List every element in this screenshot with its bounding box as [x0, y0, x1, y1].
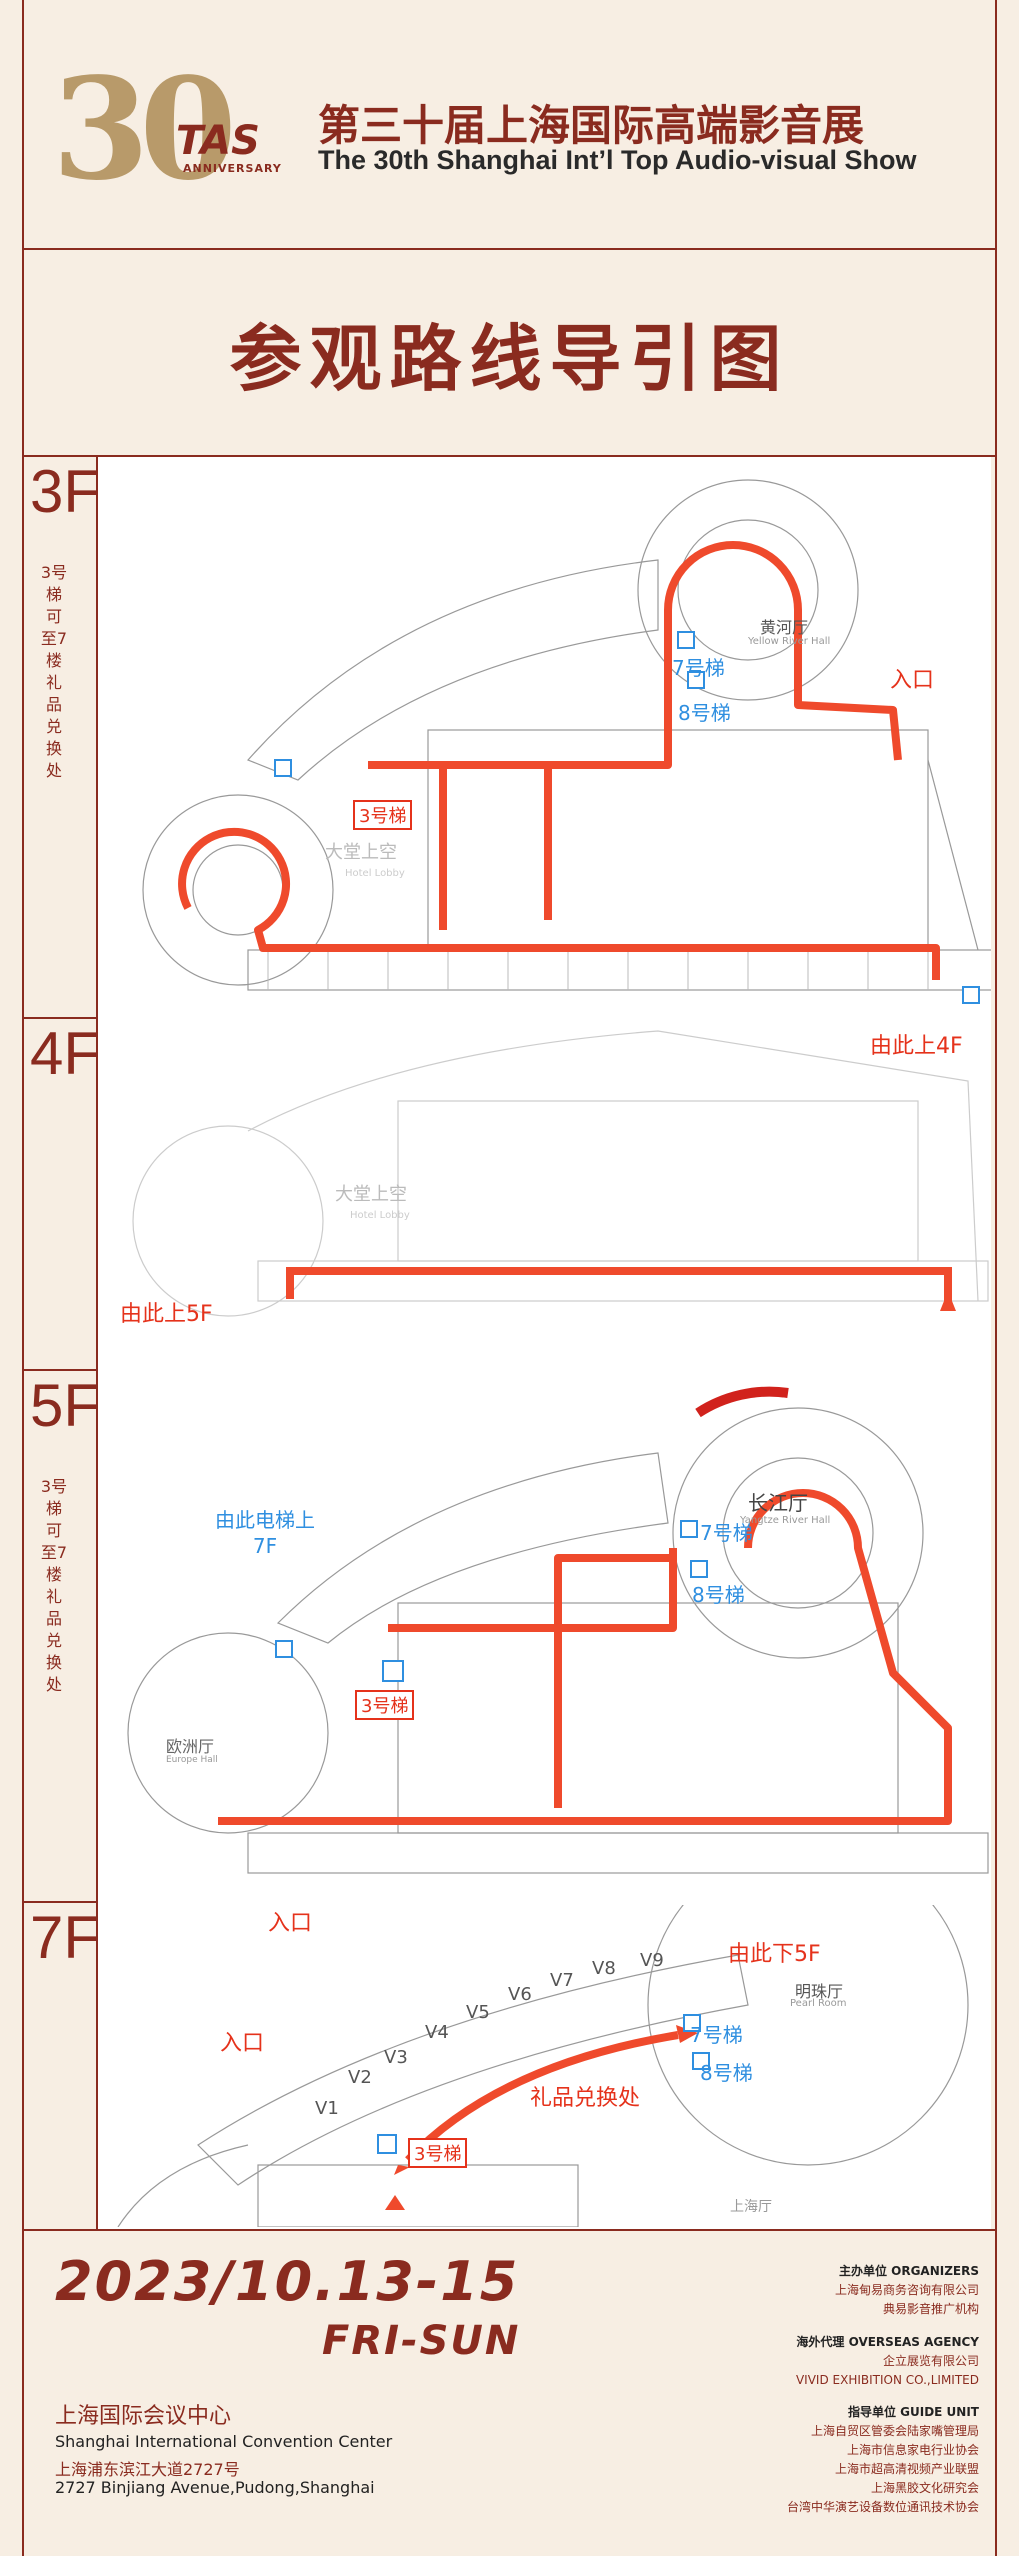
room-v6: V6	[508, 1984, 532, 2005]
yellow-river-hall-en: Yellow River Hall	[748, 636, 831, 647]
guide-block: 指导单位 GUIDE UNIT 上海自贸区管委会陆家嘴管理局 上海市信息家电行业…	[787, 2403, 979, 2517]
page-title: 参观路线导引图	[229, 317, 790, 401]
elevator-3-icon-5f	[382, 1660, 404, 1682]
elevator-7-label-5f: 7号梯	[700, 1521, 753, 1545]
guide-1: 上海自贸区管委会陆家嘴管理局	[810, 2424, 979, 2438]
lobby-label-cn-4f: 大堂上空	[335, 1184, 407, 1205]
divider	[22, 1017, 98, 1019]
show-title-en: The 30th Shanghai Int’l Top Audio-visual…	[318, 145, 917, 175]
room-v1: V1	[315, 2098, 339, 2119]
elevator-8-icon-5f	[690, 1560, 708, 1578]
venue-address-cn: 上海浦东滨江大道2727号	[55, 2460, 240, 2479]
elevator-8-label-5f: 8号梯	[692, 1583, 745, 1607]
organizers-block: 主办单位 ORGANIZERS 上海甸易商务咨询有限公司 典易影音推广机构	[835, 2262, 979, 2319]
floor-4f-label: 4F	[30, 1020, 101, 1087]
floor-7f-label: 7F	[30, 1904, 101, 1971]
event-days: FRI-SUN	[322, 2318, 521, 2364]
floor-4f-column: 4F	[22, 1019, 101, 1369]
floor-3f-note: 3号梯可至7楼礼品兑换处	[40, 563, 68, 780]
up-5f-label: 由此上5F	[120, 1302, 213, 1327]
stair-icon	[962, 986, 980, 1004]
europe-hall-cn: 欧洲厅	[166, 1737, 215, 1756]
overseas-block: 海外代理 OVERSEAS AGENCY 企立展览有限公司 VIVID EXHI…	[796, 2333, 979, 2390]
gift-exchange-label: 礼品兑换处	[530, 2086, 641, 2111]
elevator-8-icon	[687, 671, 705, 689]
overseas-1: 企立展览有限公司	[882, 2354, 979, 2368]
entrance-label: 入口	[890, 668, 935, 693]
overseas-2: VIVID EXHIBITION CO.,LIMITED	[795, 2373, 979, 2387]
elevator-8-label: 8号梯	[678, 701, 731, 725]
divider	[22, 455, 997, 457]
elevator-7-icon	[677, 631, 695, 649]
yangtze-hall-cn: 长江厅	[748, 1491, 808, 1515]
europe-hall-en: Europe Hall	[166, 1755, 218, 1765]
room-v4: V4	[425, 2022, 449, 2043]
floor-5f-label: 5F	[30, 1372, 101, 1439]
floor-4f-map	[132, 1030, 989, 1317]
floor-3f-column: 3F 3号梯可至7楼礼品兑换处	[22, 457, 101, 1017]
lobby-label-en: Hotel Lobby	[345, 868, 405, 879]
elevator-1-icon-5f	[275, 1640, 293, 1658]
guide-2: 上海市信息家电行业协会	[846, 2443, 979, 2457]
anniversary-logo-number: 30	[52, 48, 237, 212]
venue-name-cn: 上海国际会议中心	[55, 2404, 232, 2429]
poster-frame	[22, 0, 997, 2556]
pearl-room-en: Pearl Room	[790, 1998, 847, 2009]
guide-title: 指导单位 GUIDE UNIT	[847, 2405, 979, 2419]
guide-4: 上海黑胶文化研究会	[870, 2481, 979, 2495]
room-v9: V9	[640, 1950, 664, 1971]
overseas-title: 海外代理 OVERSEAS AGENCY	[796, 2335, 979, 2349]
organizers-title: 主办单位 ORGANIZERS	[838, 2264, 979, 2278]
room-v3: V3	[384, 2047, 408, 2068]
floor-5f-note: 3号梯可至7楼礼品兑换处	[40, 1477, 68, 1694]
divider	[22, 1901, 98, 1903]
room-v7: V7	[550, 1970, 574, 1991]
elevator-3-label: 3号梯	[353, 800, 413, 830]
floor-3f-label: 3F	[30, 458, 101, 525]
pearl-room-cn: 明珠厅	[795, 1982, 844, 2001]
room-v8: V8	[592, 1958, 616, 1979]
guide-3: 上海市超高清视频产业联盟	[834, 2462, 979, 2476]
entrance-label-5f: 入口	[268, 1911, 313, 1936]
elevator-7-label: 7号梯	[672, 656, 725, 680]
shanghai-hall-label: 上海厅	[730, 2199, 772, 2215]
entrance-label-7f: 入口	[220, 2031, 265, 2056]
elevator-3-label-5f: 3号梯	[355, 1690, 415, 1720]
venue-name-en: Shanghai International Convention Center	[55, 2432, 393, 2451]
elevator-7-label-7f: 7号梯	[690, 2023, 743, 2047]
elevator-7-icon-5f	[680, 1520, 698, 1538]
show-title-cn: 第三十届上海国际高端影音展	[318, 101, 865, 150]
elevator-3-icon-7f	[377, 2134, 397, 2154]
divider	[22, 2229, 997, 2231]
elevator-7-icon-7f	[683, 2014, 701, 2032]
lift-up-7f-label: 由此电梯上7F	[215, 1508, 315, 1558]
anniversary-text: ANNIVERSARY	[183, 162, 282, 175]
event-date: 2023/10.13-15	[55, 2250, 520, 2313]
room-v2: V2	[348, 2067, 372, 2088]
organizer-1: 上海甸易商务咨询有限公司	[834, 2283, 979, 2297]
elevator-8-icon-7f	[692, 2052, 710, 2070]
floor-7f-map	[117, 1905, 969, 2227]
room-v5: V5	[466, 2002, 490, 2023]
lobby-label-en-4f: Hotel Lobby	[350, 1210, 410, 1221]
elevator-3-label-7f: 3号梯	[408, 2138, 468, 2168]
organizer-2: 典易影音推广机构	[882, 2302, 979, 2316]
yellow-river-hall-cn: 黄河厅	[760, 618, 809, 637]
yangtze-hall-en: Yangtze River Hall	[740, 1515, 831, 1526]
elevator-8-label-7f: 8号梯	[700, 2061, 753, 2085]
floor-3f-map	[142, 479, 991, 1004]
venue-address-en: 2727 Binjiang Avenue,Pudong,Shanghai	[55, 2478, 375, 2497]
floor-map-area	[98, 457, 991, 2229]
tas-logo: TAS	[176, 118, 260, 164]
divider	[22, 1369, 98, 1371]
down-5f-label: 由此下5F	[728, 1942, 821, 1967]
floor-5f-map	[127, 1386, 989, 1874]
up-4f-label: 由此上4F	[870, 1034, 963, 1059]
elevator-1-icon	[274, 759, 292, 777]
divider	[22, 248, 997, 250]
guide-5: 台湾中华演艺设备数位通讯技术协会	[786, 2500, 979, 2514]
lobby-label-cn: 大堂上空	[325, 842, 397, 863]
floor-7f-column: 7F	[22, 1903, 101, 2229]
floor-5f-column: 5F 3号梯可至7楼礼品兑换处	[22, 1371, 101, 1901]
